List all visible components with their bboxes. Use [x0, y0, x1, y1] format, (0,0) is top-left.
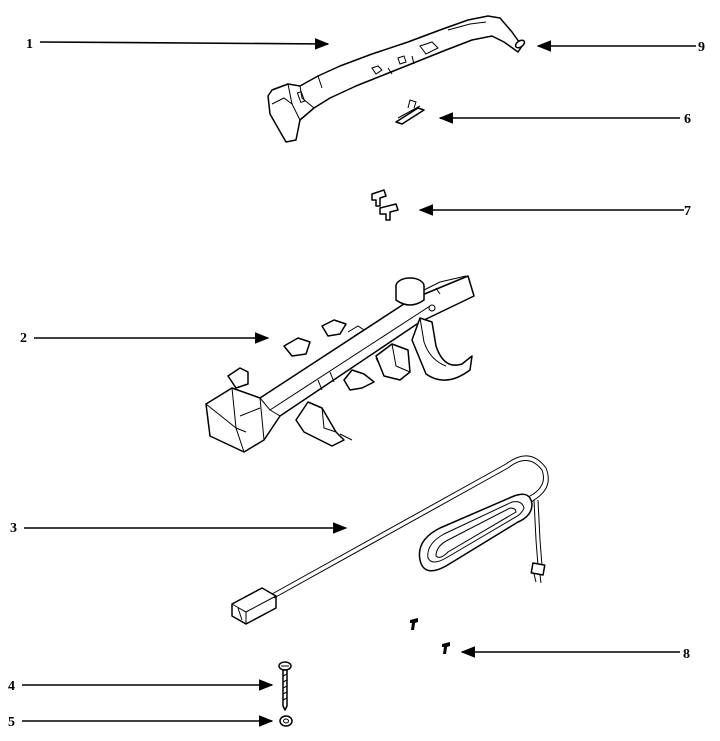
terminal-clips-part: [410, 618, 450, 654]
callout-9: 9: [536, 40, 705, 55]
callout-1-label: 1: [26, 37, 33, 52]
callout-2-label: 2: [20, 331, 27, 346]
callout-5: 5: [8, 715, 274, 730]
callout-9-label: 9: [698, 40, 705, 55]
callout-8: 8: [460, 646, 690, 662]
callout-6-label: 6: [684, 112, 691, 127]
callout-3: 3: [10, 521, 348, 536]
callout-1: 1: [26, 37, 330, 52]
frame-body-part: [205, 275, 475, 453]
callout-4: 4: [8, 679, 274, 694]
handle-part: [267, 15, 523, 143]
callout-8-label: 8: [683, 647, 690, 662]
callout-7-label: 7: [684, 204, 691, 219]
callout-2: 2: [20, 331, 270, 346]
power-cord-part: [231, 455, 549, 625]
callout-1-leader: [39, 38, 330, 50]
callout-6: 6: [438, 112, 691, 127]
callout-7: 7: [418, 204, 691, 219]
ring-part: [514, 39, 526, 49]
clip-part: [395, 99, 425, 125]
callout-5-label: 5: [8, 715, 15, 730]
fastener-clips-part: [371, 189, 399, 221]
callout-4-label: 4: [8, 679, 15, 694]
callout-3-label: 3: [10, 521, 17, 536]
nut-part: [279, 715, 293, 727]
screw-part: [278, 661, 292, 711]
